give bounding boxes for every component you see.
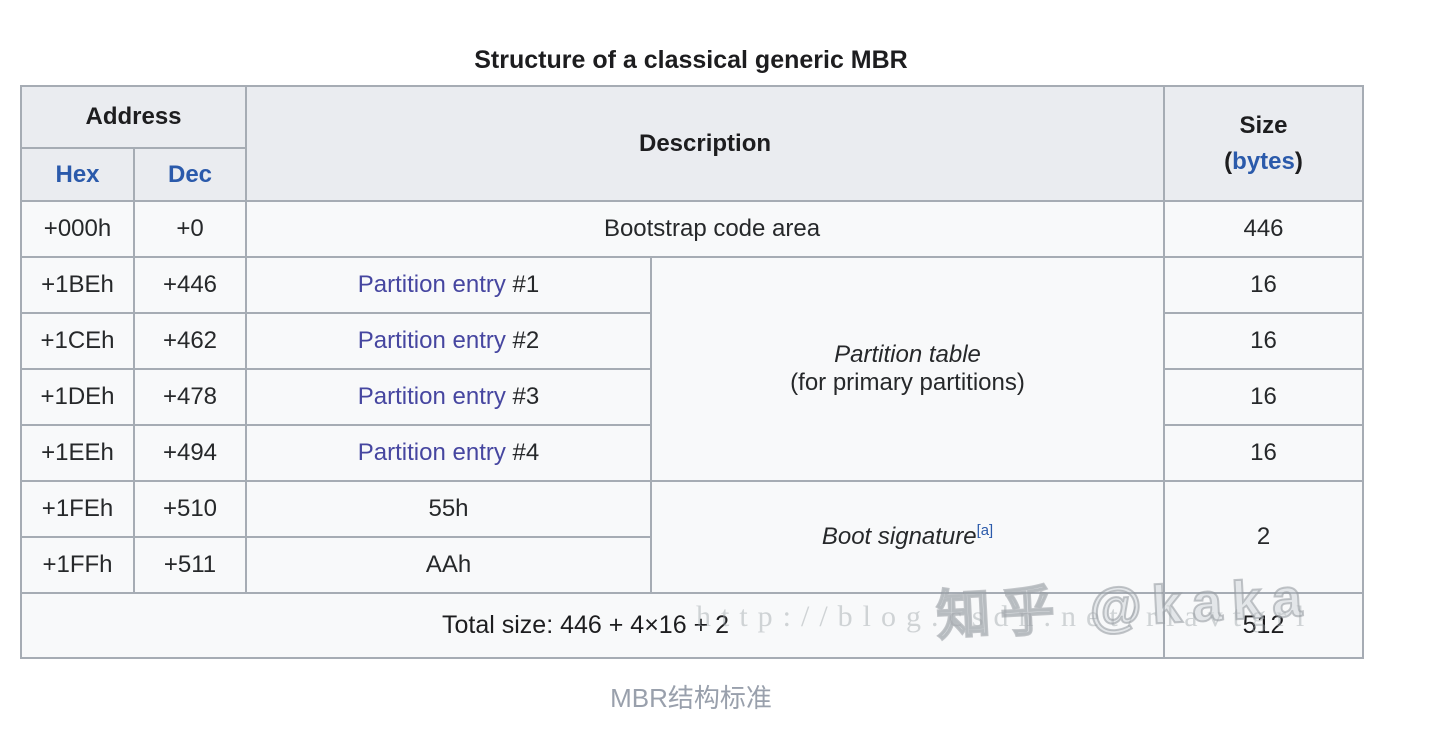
dec-cell: +510 <box>132 480 248 538</box>
size-header-label: Size <box>1239 111 1288 139</box>
bootstrap-description-cell: Bootstrap code area <box>245 200 1166 258</box>
table-row-bootstrap: +000h +0 Bootstrap code area 446 <box>20 200 1365 258</box>
partition-entry-link[interactable]: Partition entry <box>357 271 506 298</box>
footnote-a-link[interactable]: [a] <box>976 523 994 539</box>
hex-link[interactable]: Hex <box>55 160 100 188</box>
partition-entry-number: #4 <box>505 439 540 466</box>
dec-cell: +511 <box>132 536 248 594</box>
table-footer-row: Total size: 446 + 4×16 + 2 512 <box>19 592 1365 659</box>
size-cell: 446 <box>1163 200 1365 258</box>
dec-link[interactable]: Dec <box>167 160 213 188</box>
header-row-sub: Hex Dec <box>20 147 1363 202</box>
hex-header: Hex <box>20 147 135 202</box>
table-row-signature-aah: +1FFh +511 AAh <box>20 536 1363 594</box>
bytes-link[interactable]: bytes <box>1232 147 1295 175</box>
size-paren-close: ) <box>1294 147 1303 175</box>
dec-cell: +462 <box>132 312 248 370</box>
partition-entry-number: #3 <box>505 383 540 410</box>
dec-cell: +0 <box>132 200 248 258</box>
mbr-structure-table: Address Description Size (bytes) Hex Dec… <box>19 85 1365 659</box>
partition-table-sublabel: (for primary partitions) <box>790 369 1025 396</box>
hex-cell: +1CEh <box>20 312 135 370</box>
dec-cell: +478 <box>132 368 248 426</box>
hex-cell: +1DEh <box>20 368 135 426</box>
partition-entry-cell: Partition entry #2 <box>245 312 653 370</box>
partition-entry-cell: Partition entry #1 <box>245 256 653 314</box>
partition-entry-link[interactable]: Partition entry <box>357 327 506 354</box>
hex-cell: +1FEh <box>20 480 135 538</box>
partition-entry-cell: Partition entry #4 <box>245 424 653 482</box>
signature-byte-cell: AAh <box>245 536 653 594</box>
dec-cell: +494 <box>132 424 248 482</box>
hex-cell: +1EEh <box>20 424 135 482</box>
boot-signature-description-cell: Boot signature[a] <box>650 480 1166 594</box>
size-paren-open: ( <box>1224 147 1233 175</box>
size-cell: 2 <box>1163 480 1365 594</box>
partition-entry-number: #2 <box>505 327 540 354</box>
table-row-signature-55h: +1FEh +510 55h Boot signature[a] 2 <box>20 480 1365 594</box>
size-cell: 16 <box>1163 312 1365 370</box>
dec-header: Dec <box>132 147 248 202</box>
table-row-partition-2: +1CEh +462 Partition entry #2 16 <box>20 312 1365 370</box>
partition-entry-link[interactable]: Partition entry <box>357 383 506 410</box>
table-row-partition-1: +1BEh +446 Partition entry #1 Partition … <box>20 256 1365 482</box>
partition-table-label: Partition table <box>834 341 981 368</box>
size-cell: 16 <box>1163 424 1365 482</box>
header-row-top: Address Description Size (bytes) <box>19 85 1365 202</box>
size-cell: 16 <box>1163 368 1365 426</box>
description-header: Description <box>245 85 1166 202</box>
partition-entry-cell: Partition entry #3 <box>245 368 653 426</box>
hex-cell: +000h <box>20 200 135 258</box>
partition-entry-link[interactable]: Partition entry <box>357 439 506 466</box>
partition-table-description-cell: Partition table (for primary partitions) <box>650 256 1166 482</box>
size-header: Size (bytes) <box>1163 85 1365 202</box>
size-cell: 16 <box>1163 256 1365 314</box>
hex-cell: +1BEh <box>20 256 135 314</box>
partition-entry-number: #1 <box>505 271 540 298</box>
table-row-partition-3: +1DEh +478 Partition entry #3 16 <box>20 368 1365 426</box>
table-row-partition-4: +1EEh +494 Partition entry #4 16 <box>20 424 1365 482</box>
boot-signature-label: Boot signature <box>821 523 977 550</box>
total-size-label: Total size: 446 + 4×16 + 2 <box>19 592 1166 659</box>
signature-byte-cell: 55h <box>245 480 653 538</box>
hex-cell: +1FFh <box>20 536 135 594</box>
page-title: Structure of a classical generic MBR <box>474 46 908 74</box>
dec-cell: +446 <box>132 256 248 314</box>
address-header: Address <box>19 85 248 149</box>
image-caption: MBR结构标准 <box>610 683 772 713</box>
total-size-value: 512 <box>1163 592 1365 659</box>
